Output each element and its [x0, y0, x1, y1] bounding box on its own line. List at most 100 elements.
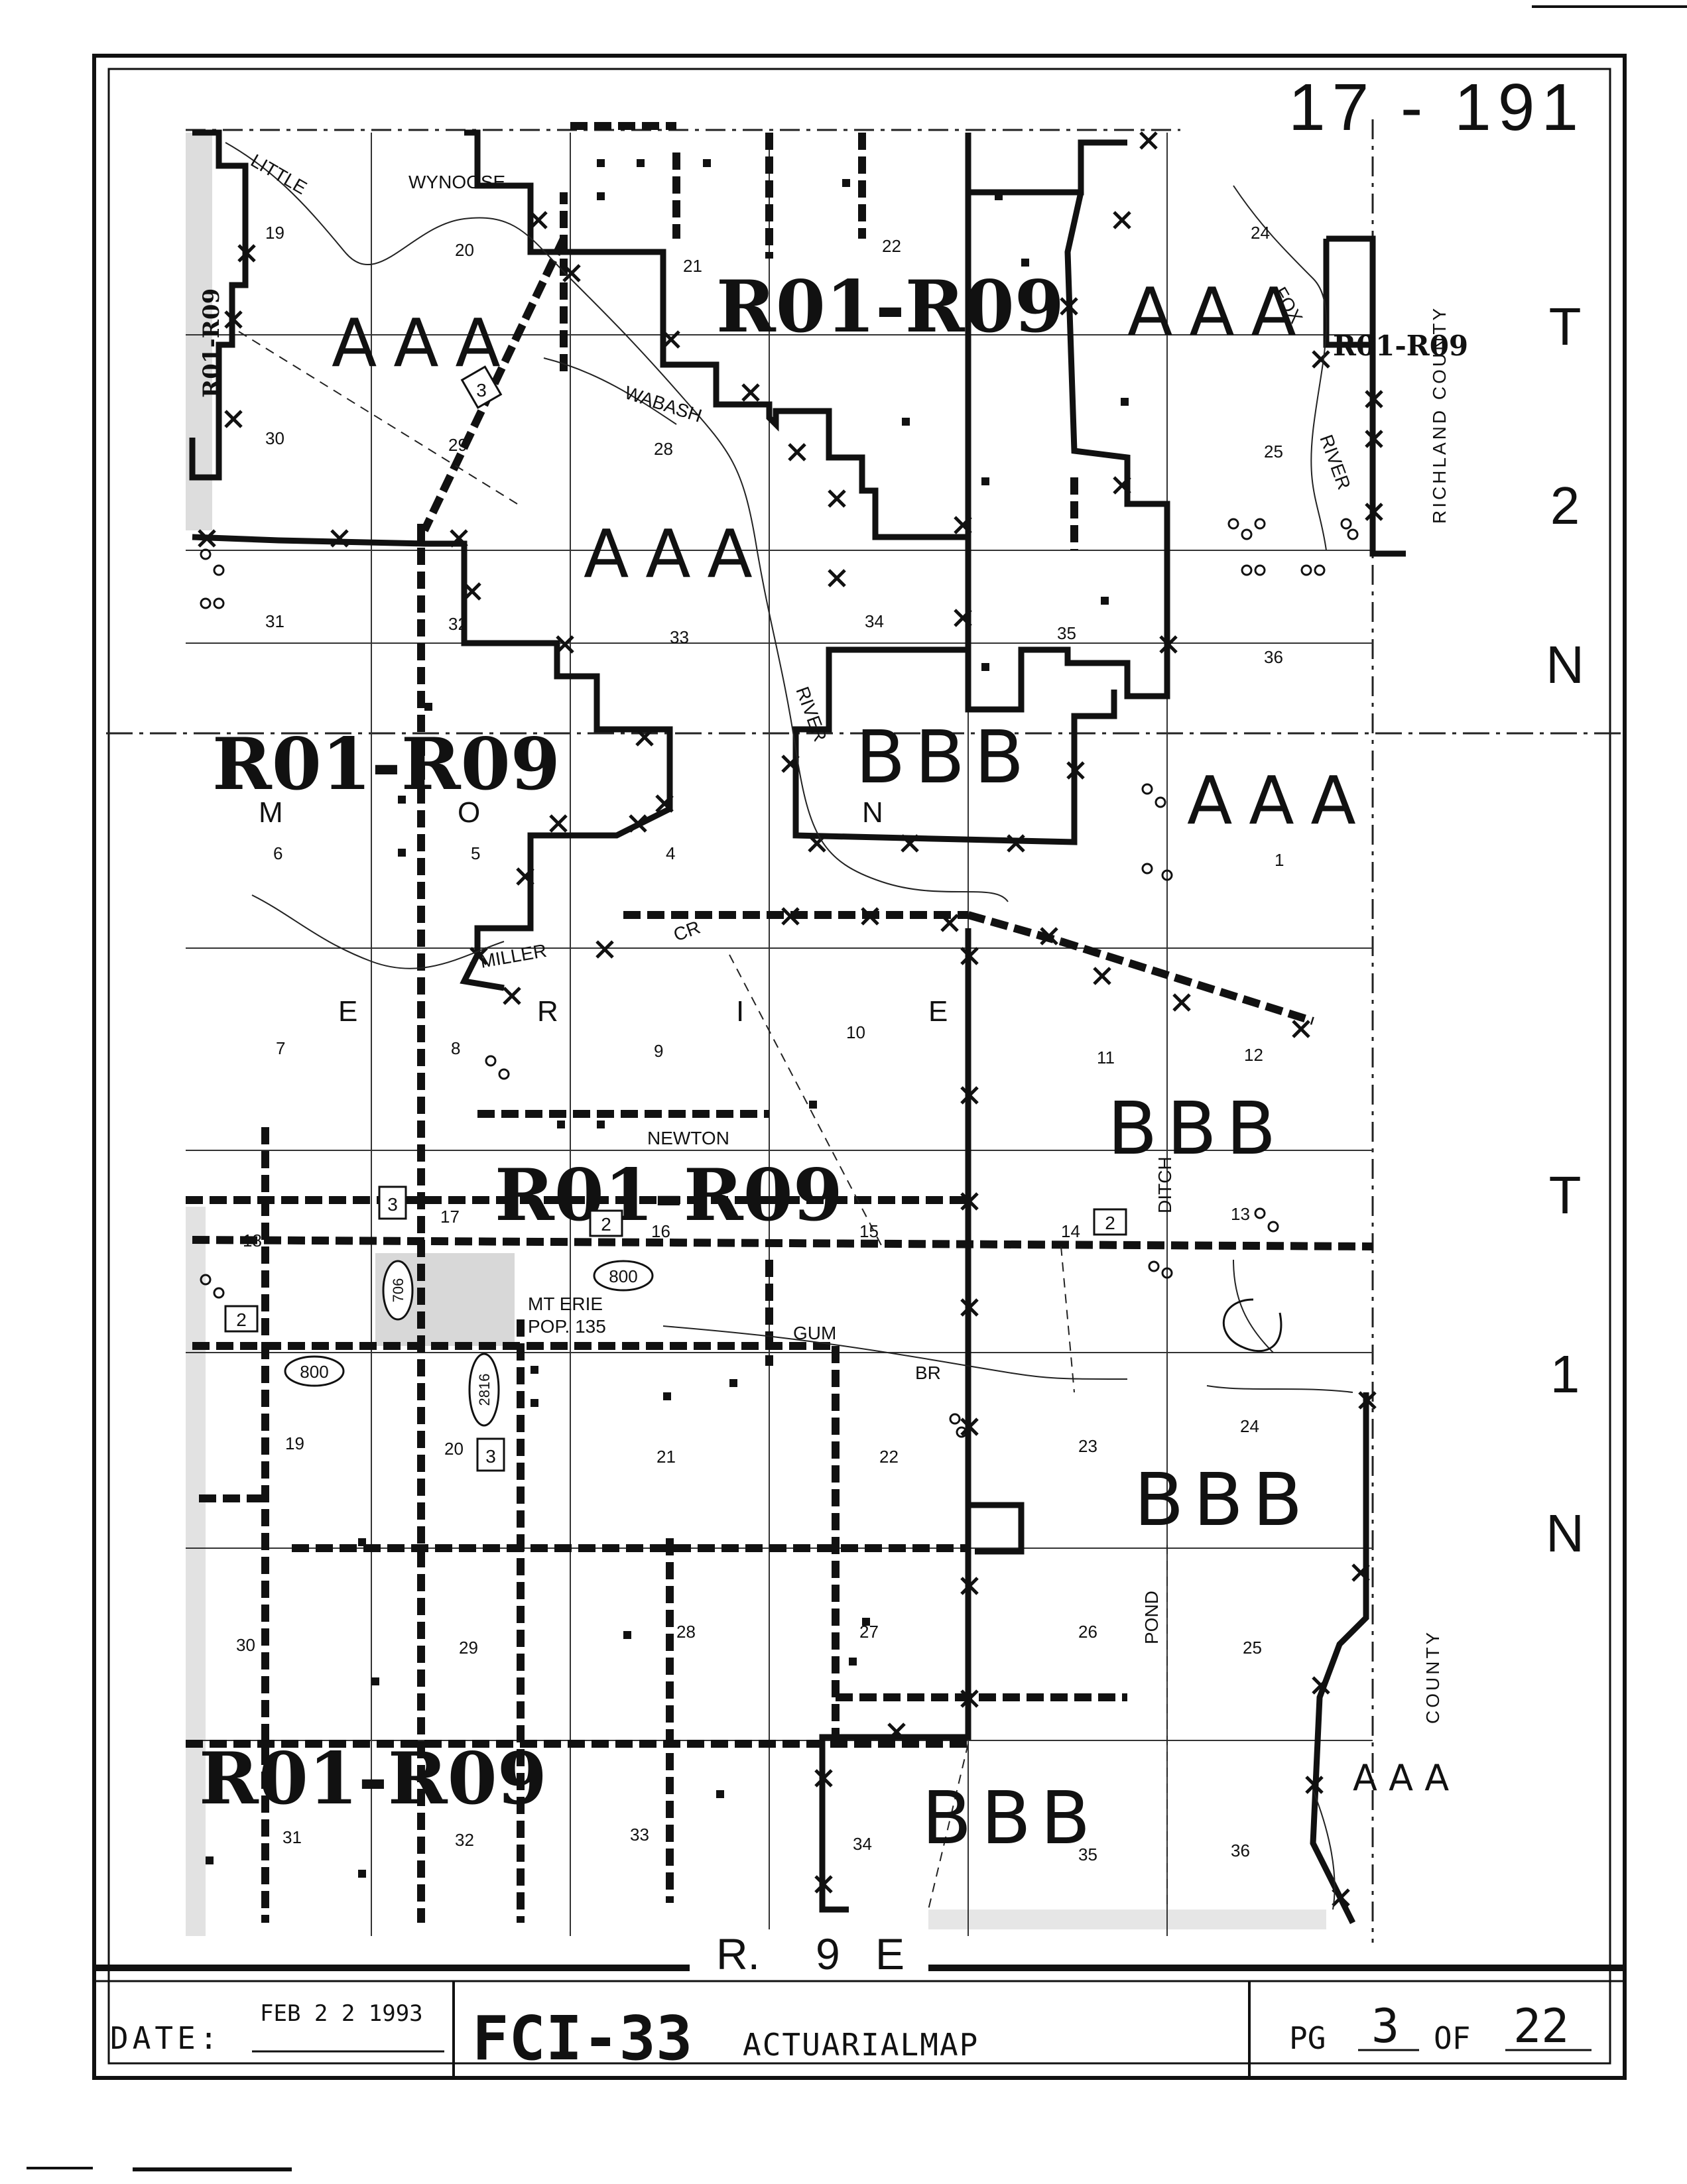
- route-2-west: 2: [236, 1309, 247, 1330]
- date-value: FEB 2 2 1993: [260, 2000, 423, 2027]
- place-river-east: RIVER: [1316, 432, 1354, 492]
- section-35-upper: 35: [1057, 623, 1076, 643]
- date-label: DATE:: [110, 2020, 221, 2056]
- county-label-richland: RICHLAND COUNTY: [1429, 306, 1450, 524]
- page-number: 3: [1371, 1999, 1399, 2053]
- title-text: ACTUARIALMAP: [743, 2027, 979, 2063]
- boundary-x-marks: [198, 131, 1383, 1907]
- section-24-lower: 24: [1240, 1416, 1259, 1436]
- township-t1n-n: N: [1546, 1504, 1584, 1563]
- section-29-upper: 29: [448, 435, 468, 455]
- section-18-upper: 18: [243, 1231, 262, 1250]
- section-20-upper: 20: [455, 240, 474, 260]
- route-2-east: 2: [1105, 1213, 1115, 1233]
- place-pond: POND: [1141, 1591, 1162, 1644]
- section-22-upper: 22: [882, 236, 901, 256]
- section-35-lower: 35: [1078, 1845, 1097, 1864]
- stipple-edge-sw: [186, 1207, 206, 1936]
- route-800-west: 800: [300, 1362, 328, 1382]
- section-34-upper: 34: [865, 611, 884, 631]
- section-10-upper: 10: [846, 1022, 865, 1042]
- page-total: 22: [1513, 1999, 1569, 2053]
- township-letter-8: E: [928, 995, 948, 1028]
- section-21-lower: 21: [656, 1447, 676, 1467]
- zone-boundaries: [189, 129, 1406, 1925]
- section-13-upper: 13: [1231, 1204, 1250, 1224]
- route-3-north: 3: [476, 380, 487, 400]
- title-code: FCI-33: [472, 2003, 692, 2074]
- map-id: 17 - 191: [1288, 70, 1585, 145]
- zone-label-r01-r09-south: R01-R09: [199, 1737, 547, 1821]
- route-shields: [224, 365, 1127, 1472]
- range-label-backdrop: [696, 1929, 928, 1976]
- place-ditch: DITCH: [1155, 1156, 1175, 1213]
- section-23-lower: 23: [1078, 1436, 1097, 1456]
- township-letter-6: E: [338, 995, 357, 1028]
- inner-frame: [107, 68, 1611, 2065]
- township-letter-4: R: [537, 995, 558, 1028]
- township-letter-3: N: [862, 796, 883, 829]
- county-label-county: COUNTY: [1422, 1630, 1443, 1724]
- township-t1n-t: T: [1549, 1166, 1582, 1225]
- place-wynoose: WYNOOSE: [408, 172, 505, 192]
- place-gum: GUM: [793, 1323, 836, 1343]
- outer-frame: [92, 54, 1627, 2080]
- section-22-lower: 22: [879, 1447, 899, 1467]
- township-t1n-num: 1: [1550, 1345, 1580, 1404]
- section-30-upper: 30: [265, 428, 284, 448]
- township-t2n-t: T: [1549, 297, 1582, 356]
- township-t2n-num: 2: [1550, 476, 1580, 535]
- section-29-lower: 29: [459, 1638, 478, 1658]
- township-letter-2: O: [458, 796, 480, 829]
- section-17-upper: 17: [440, 1207, 460, 1227]
- route-2-center: 2: [601, 1214, 611, 1235]
- section-1-upper: 1: [1275, 850, 1284, 870]
- section-11-upper: 11: [1097, 1048, 1115, 1067]
- section-32-lower: 32: [455, 1830, 474, 1850]
- zone-label-aaa-center: AAA: [584, 515, 767, 593]
- ponds: [200, 518, 1359, 1438]
- zone-label-r01-r09-west: R01-R09: [212, 723, 560, 806]
- section-8-upper: 8: [451, 1038, 460, 1058]
- zone-label-aaa-se: A A A: [1353, 1757, 1449, 1799]
- route-2816: 2816: [476, 1374, 493, 1406]
- place-br: BR: [915, 1363, 941, 1383]
- section-15-upper: 15: [859, 1221, 879, 1241]
- page-label: PG: [1289, 2020, 1326, 2056]
- zone-label-bbb-south: BBB: [922, 1776, 1099, 1860]
- township-letter-1: M: [259, 796, 283, 829]
- route-800-north: 800: [609, 1266, 637, 1286]
- place-mt-erie: MT ERIE: [528, 1294, 603, 1314]
- range-label-r: R.: [716, 1929, 760, 1978]
- streams: [225, 142, 1353, 1910]
- section-36-lower: 36: [1231, 1841, 1250, 1860]
- trails: [238, 331, 1168, 1910]
- zone-label-r01-r09-ne: R01-R09: [1333, 330, 1468, 362]
- township-t2n-n: N: [1546, 635, 1584, 694]
- section-34-lower: 34: [853, 1834, 872, 1854]
- place-mt-erie-pop: POP. 135: [528, 1316, 606, 1337]
- range-label-e: E: [875, 1929, 905, 1978]
- section-26-lower: 26: [1078, 1622, 1097, 1642]
- route-3-west: 3: [387, 1194, 398, 1215]
- section-33-lower: 33: [630, 1825, 649, 1845]
- of-label: OF: [1434, 2020, 1470, 2056]
- section-9-upper: 9: [654, 1041, 663, 1061]
- section-16-upper: 16: [651, 1221, 670, 1241]
- route-706: 706: [390, 1278, 406, 1303]
- section-32-upper: 32: [448, 614, 468, 634]
- stipple-edge-s: [928, 1910, 1326, 1929]
- zone-label-bbb-east: BBB: [1107, 1086, 1285, 1171]
- section-21-upper: 21: [683, 256, 702, 276]
- zone-label-r01-r09-center: R01-R09: [495, 1154, 843, 1237]
- zone-label-bbb-north: BBB: [855, 715, 1033, 800]
- zone-label-bbb-se: BBB: [1134, 1457, 1312, 1542]
- section-4-upper: 4: [666, 843, 675, 863]
- section-6-upper: 6: [273, 843, 282, 863]
- route-3-south: 3: [485, 1446, 496, 1467]
- place-little: LITTLE: [247, 150, 310, 198]
- roads: [186, 122, 1373, 1923]
- place-cr: CR: [670, 917, 703, 945]
- section-31-lower: 31: [282, 1827, 302, 1847]
